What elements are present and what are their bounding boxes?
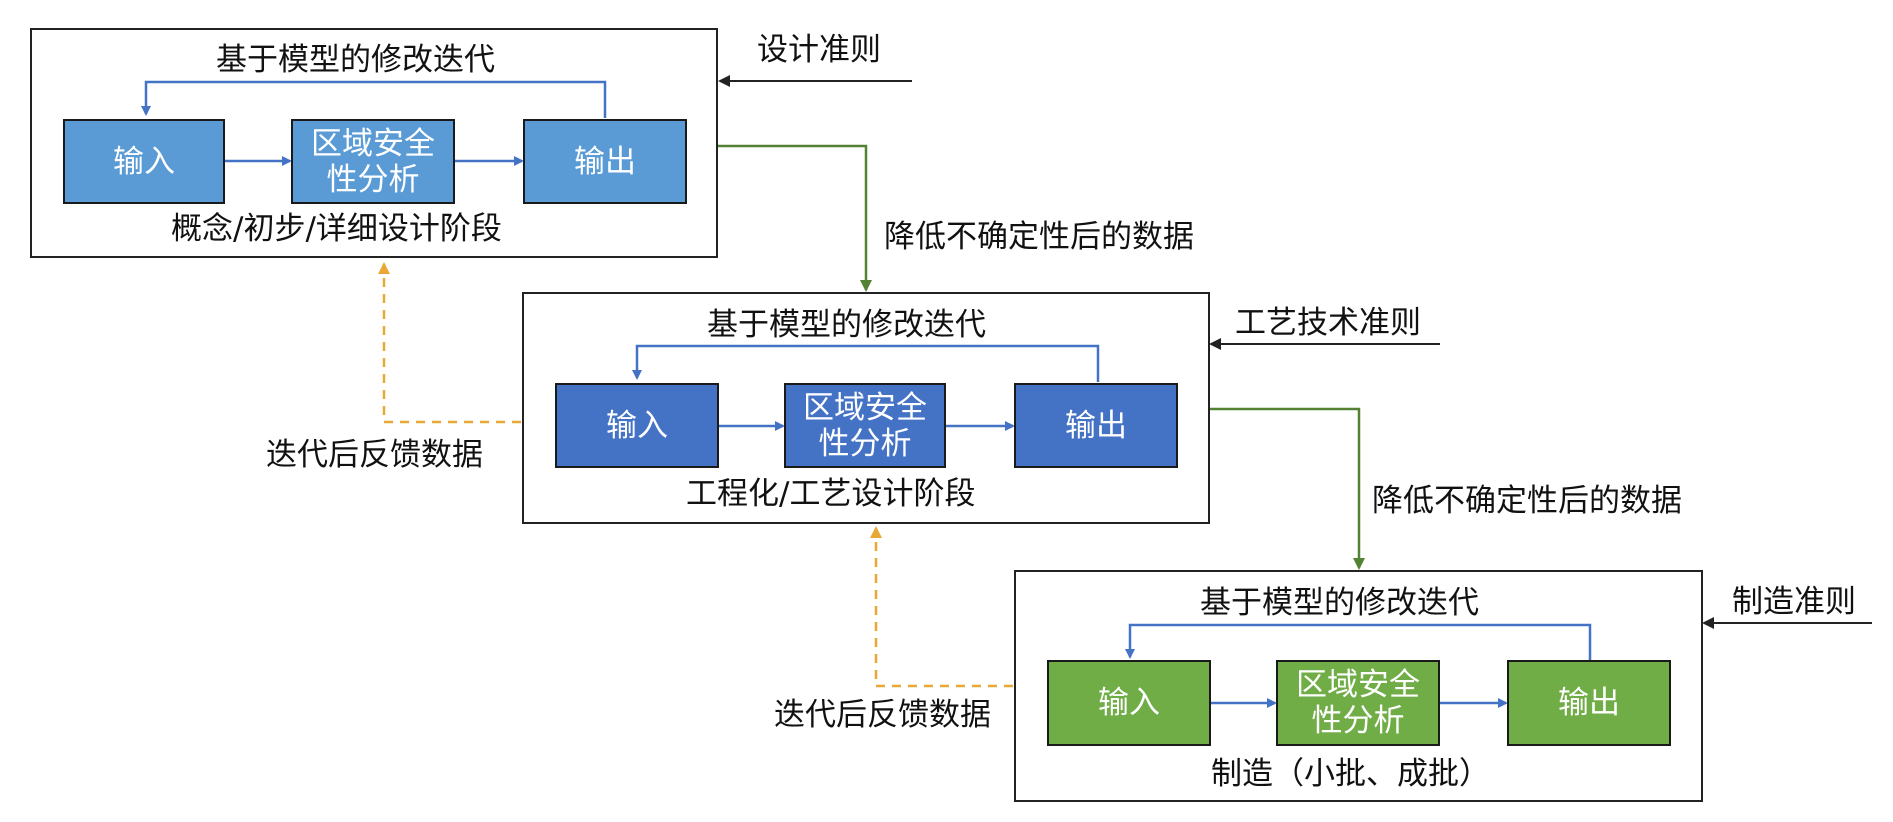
stage1-name-label: 概念/初步/详细设计阶段: [171, 211, 502, 247]
stage3-loop-label: 基于模型的修改迭代: [1200, 585, 1479, 621]
stage1-output-box: 输出: [523, 119, 687, 204]
stage2-output-box: 输出: [1014, 383, 1178, 468]
stage3-output-box: 输出: [1507, 660, 1671, 746]
stage3-analysis-box: 区域安全性分析: [1276, 660, 1440, 746]
feedback-2-arrow: [870, 526, 1013, 688]
stage3-loop-arrow: [1125, 623, 1592, 661]
transition-2-label: 降低不确定性后的数据: [1372, 483, 1682, 519]
stage1-frame: [30, 28, 718, 258]
stage2-frame: [522, 292, 1210, 524]
stage1-analysis-box: 区域安全性分析: [291, 119, 455, 204]
stage2-analysis-box: 区域安全性分析: [784, 383, 946, 468]
stage2-input-box: 输入: [555, 383, 719, 468]
stage3-input-box: 输入: [1047, 660, 1211, 746]
feedback-2-label: 迭代后反馈数据: [774, 697, 991, 733]
feedback-1-label: 迭代后反馈数据: [266, 437, 483, 473]
stage1-criteria-label: 设计准则: [757, 32, 881, 68]
stage2-criteria-label: 工艺技术准则: [1235, 305, 1421, 341]
stage3-criteria-label: 制造准则: [1732, 584, 1856, 620]
stage1-loop-label: 基于模型的修改迭代: [216, 42, 495, 78]
stage1-input-box: 输入: [63, 119, 225, 204]
stage1-loop-arrow: [141, 80, 607, 118]
stage2-loop-label: 基于模型的修改迭代: [707, 307, 986, 343]
feedback-1-arrow: [378, 262, 521, 424]
transition-2-arrow: [1209, 407, 1365, 570]
stage3-frame: [1014, 570, 1703, 802]
stage2-loop-arrow: [632, 344, 1100, 382]
stage3-name-label: 制造（小批、成批）: [1211, 756, 1490, 792]
transition-1-arrow: [718, 144, 872, 292]
stage2-name-label: 工程化/工艺设计阶段: [686, 476, 976, 512]
transition-1-label: 降低不确定性后的数据: [884, 219, 1194, 255]
